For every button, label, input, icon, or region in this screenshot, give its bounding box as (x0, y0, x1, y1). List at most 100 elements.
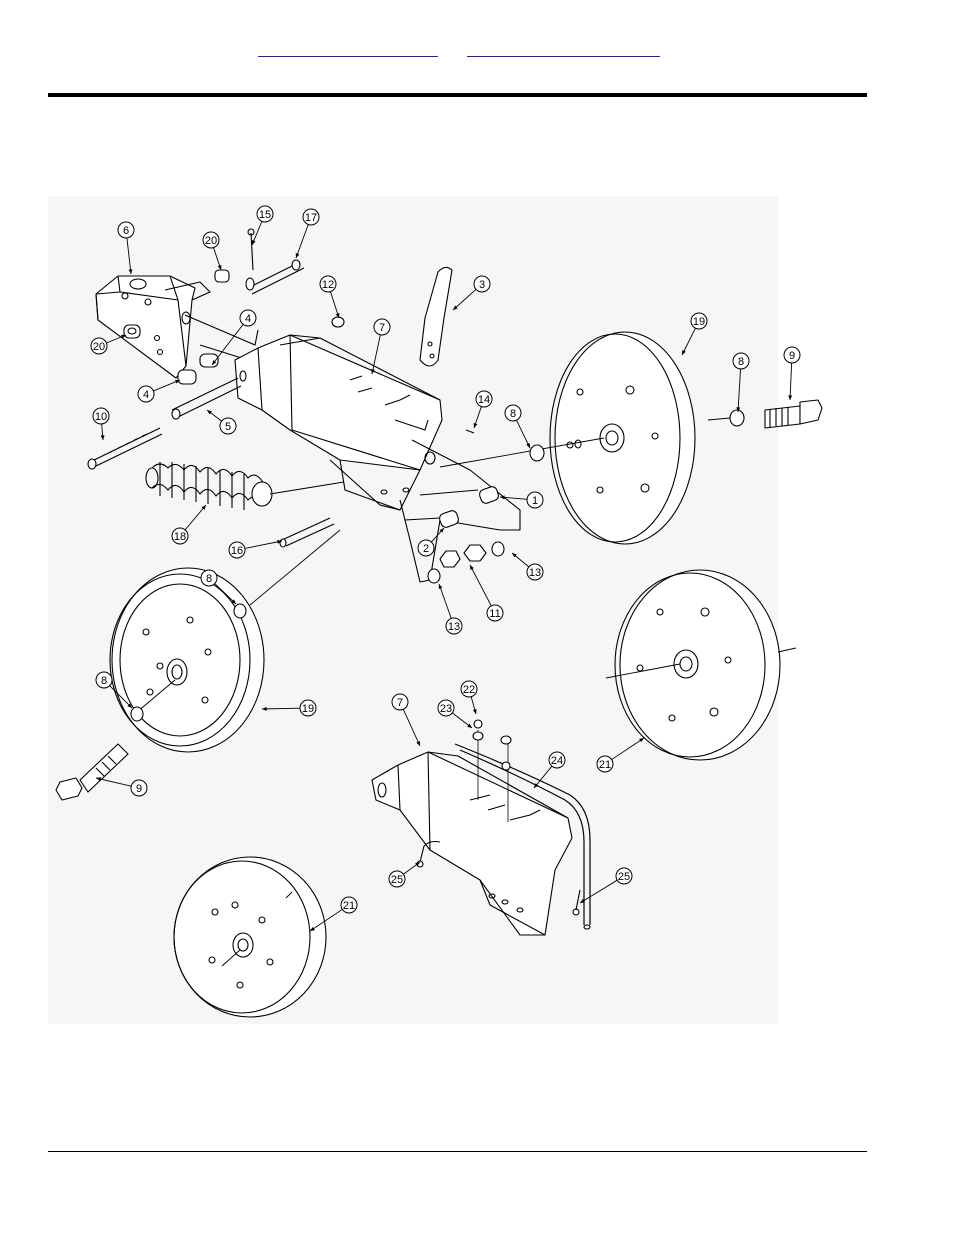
callout-8: 8 (732, 352, 750, 413)
callout-number: 13 (529, 567, 541, 579)
callout-balloon (437, 699, 455, 717)
callout-arrowhead (262, 706, 267, 711)
callout-number: 14 (478, 394, 490, 406)
callout-20: 20 (202, 231, 222, 271)
callout-number: 8 (738, 356, 744, 368)
callout-9: 9 (95, 777, 148, 797)
callout-6: 6 (117, 221, 135, 275)
callout-arrowhead (371, 369, 375, 374)
header-link-left[interactable] (258, 40, 438, 57)
callout-leader (261, 707, 301, 710)
callout-arrowhead (295, 253, 300, 258)
callout-arrowhead (500, 495, 505, 500)
callout-balloon (219, 417, 237, 435)
callout-arrowhead (335, 313, 340, 318)
callout-leader (533, 765, 553, 789)
closing-wheel-bottom (173, 856, 327, 1018)
callout-number: 24 (551, 755, 563, 767)
callout-arrowhead (736, 407, 741, 412)
callout-leader (211, 324, 244, 366)
callout-arrowhead (453, 305, 458, 310)
callout-number: 13 (448, 621, 460, 633)
callout-balloon (732, 352, 750, 370)
tension-spring (145, 462, 345, 510)
callout-1: 1 (499, 491, 544, 509)
callout-arrowhead (212, 360, 217, 365)
callout-14: 14 (473, 390, 493, 429)
callout-arrowhead (512, 553, 517, 558)
callout-balloon (783, 346, 801, 364)
callout-number: 3 (479, 279, 485, 291)
callout-balloon (95, 671, 113, 689)
header-link-right[interactable] (467, 40, 660, 57)
callout-arrowhead (415, 862, 420, 867)
callout-arrowhead (472, 709, 477, 714)
adjusting-lever (419, 266, 453, 367)
callout-2: 2 (417, 527, 445, 557)
callout-arrowhead (128, 269, 133, 274)
callout-balloon (373, 318, 391, 336)
callout-number: 1 (532, 495, 538, 507)
callout-25: 25 (388, 861, 421, 888)
callout-4: 4 (137, 379, 181, 403)
callout-balloon (256, 205, 274, 223)
callout-leader (452, 289, 477, 311)
callout-13: 13 (511, 552, 544, 581)
callout-arrowhead (438, 584, 443, 589)
callout-number: 7 (397, 697, 403, 709)
callout-balloon (302, 208, 320, 226)
callout-balloon (615, 867, 633, 885)
callout-leader (789, 362, 793, 401)
callout-arrowhead (100, 435, 105, 440)
callout-arrowhead (439, 528, 444, 533)
callout-arrowhead (788, 395, 793, 400)
callout-leader (438, 583, 452, 619)
callout-4: 4 (211, 309, 257, 366)
callout-balloon (202, 231, 220, 249)
wheel-bolt-top (707, 399, 823, 429)
callout-arrowhead (96, 777, 101, 781)
callout-arrowhead (580, 898, 585, 903)
callout-11: 11 (469, 564, 504, 622)
callout-arrowhead (534, 783, 539, 788)
callout-leader (109, 685, 133, 709)
callout-balloon (90, 337, 108, 355)
callout-number: 20 (93, 341, 105, 353)
callout-19: 19 (681, 312, 708, 356)
callout-leader (579, 879, 618, 904)
callout-number: 21 (343, 900, 355, 912)
callout-number: 6 (123, 225, 129, 237)
callout-number: 15 (259, 209, 271, 221)
callout-9: 9 (783, 346, 801, 401)
callout-number: 8 (510, 408, 516, 420)
callout-arrowhead (470, 565, 474, 570)
gauge-wheel-top-right (549, 331, 696, 545)
callout-balloon (200, 569, 218, 587)
callout-16: 16 (228, 539, 283, 559)
callout-number: 9 (136, 783, 142, 795)
callout-20: 20 (90, 334, 127, 355)
callout-leader (737, 368, 741, 413)
callout-7: 7 (391, 693, 421, 747)
callout-arrowhead (251, 240, 256, 245)
callout-leader (214, 583, 237, 605)
callout-24: 24 (533, 751, 566, 789)
callout-balloon (417, 539, 435, 557)
callout-arrowhead (175, 379, 180, 384)
callout-leader (153, 379, 181, 392)
callout-15: 15 (251, 205, 274, 246)
callout-number: 8 (101, 675, 107, 687)
callout-number: 19 (693, 316, 705, 328)
callout-number: 4 (143, 389, 149, 401)
callout-19: 19 (261, 699, 317, 717)
callout-balloon (92, 407, 110, 425)
callout-arrowhead (127, 703, 132, 708)
callout-number: 11 (489, 608, 500, 620)
callout-balloon (690, 312, 708, 330)
wheel-bolt-left (55, 743, 129, 801)
callout-23: 23 (437, 699, 473, 729)
callout-number: 19 (302, 703, 314, 715)
callout-number: 9 (789, 350, 795, 362)
pivot-bracket (95, 275, 211, 379)
